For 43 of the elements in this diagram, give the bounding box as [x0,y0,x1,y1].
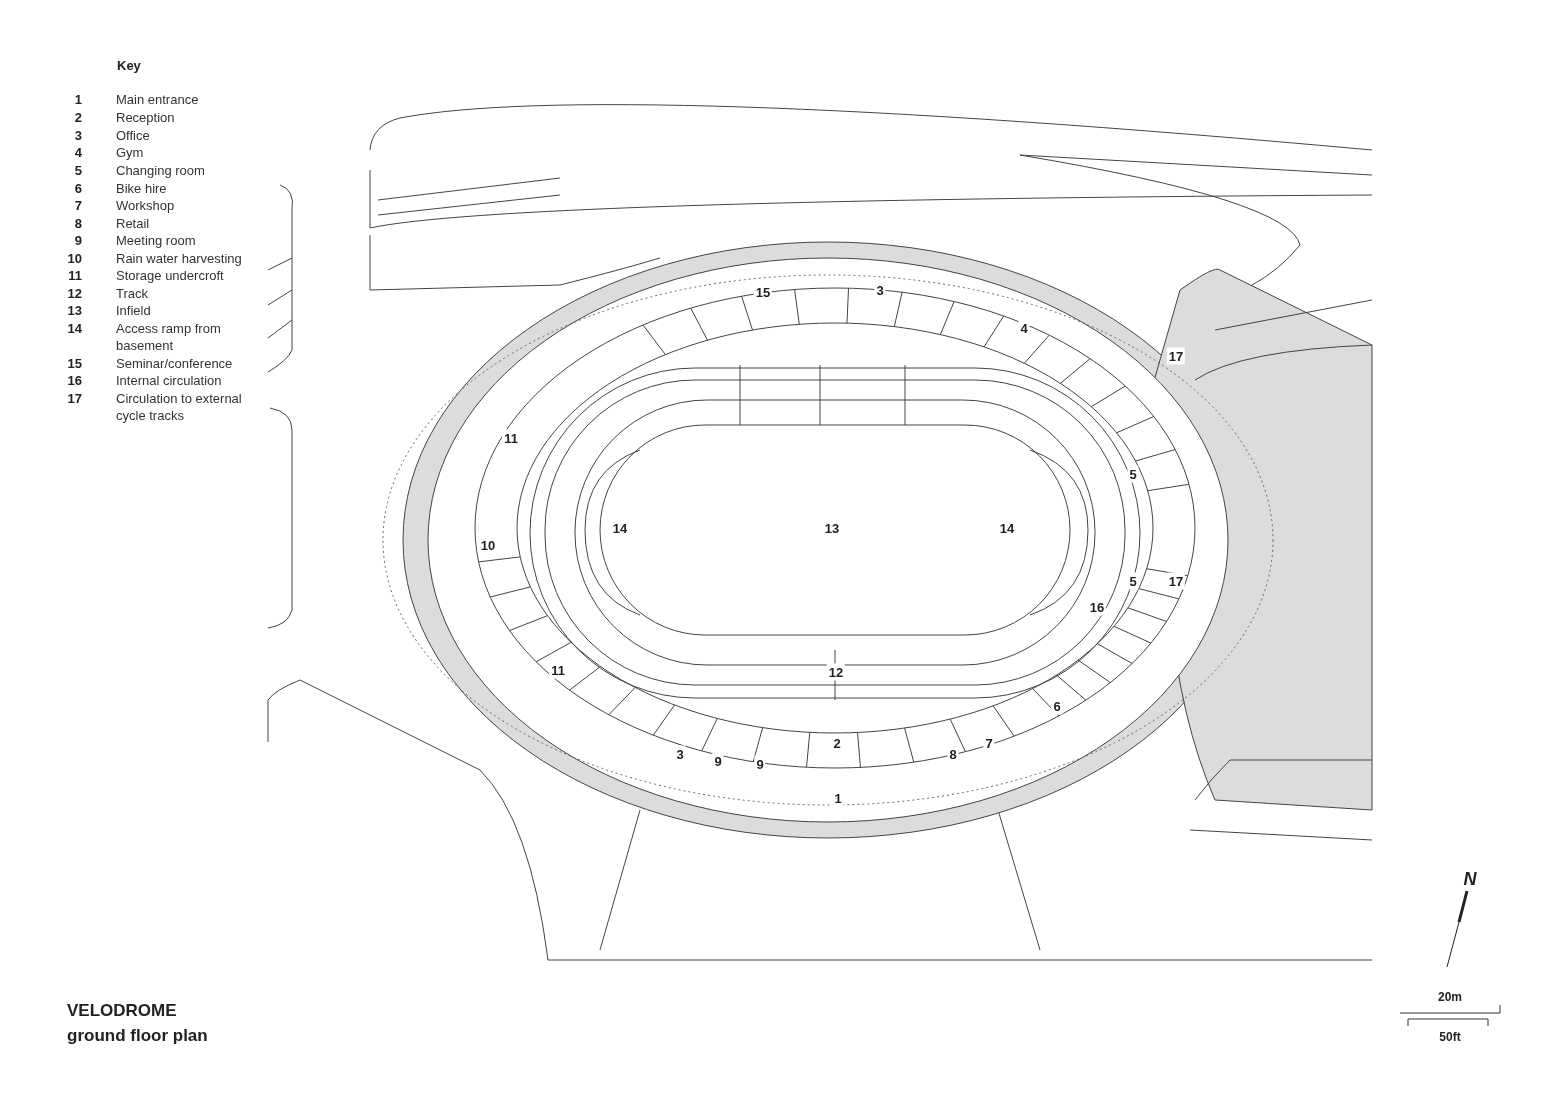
key-label: Internal circulation [116,372,222,389]
key-number: 9 [73,232,82,249]
key-label: Retail [116,215,150,232]
key-label: Track [116,285,149,302]
key-number: 8 [73,215,82,232]
key-label: Reception [116,109,175,126]
north-label: N [1461,870,1479,888]
key-label: Circulation to external cycle tracks [116,390,243,424]
key-number: 5 [73,162,82,179]
callout-number: 17 [1166,347,1186,365]
key-label: Changing room [116,162,205,179]
plan-title: VELODROME [67,1000,177,1022]
key-label: Main entrance [116,91,199,108]
key-label: Seminar/conference [116,355,233,372]
key-label: Access ramp from basement [116,320,222,354]
plan-subtitle: ground floor plan [67,1025,208,1047]
key-label: Workshop [116,197,175,214]
key-label: Gym [116,144,144,161]
key-heading: Key [117,57,141,74]
callout-number: 12 [826,663,846,681]
key-label: Meeting room [116,232,196,249]
key-number: 14 [66,320,82,337]
key-number: 1 [73,91,82,108]
key-number: 12 [66,285,82,302]
key-label: Office [116,127,150,144]
key-number: 2 [73,109,82,126]
key-number: 15 [66,355,82,372]
key-number: 10 [66,250,82,267]
key-label: Rain water harvesting [116,250,242,267]
callout-number: 5 [1127,465,1139,483]
key-number: 11 [67,267,82,284]
key-label: Storage undercroft [116,267,224,284]
key-number: 4 [73,144,82,161]
key-label: Bike hire [116,180,167,197]
key-number: 13 [66,302,82,319]
callout-number: 5 [1127,572,1139,590]
key-number: 7 [73,197,82,214]
key-number: 6 [73,180,82,197]
key-number: 3 [73,127,82,144]
key-number: 16 [66,372,82,389]
callout-number: 17 [1166,572,1186,590]
key-label: Infield [116,302,151,319]
key-number: 17 [66,390,82,407]
